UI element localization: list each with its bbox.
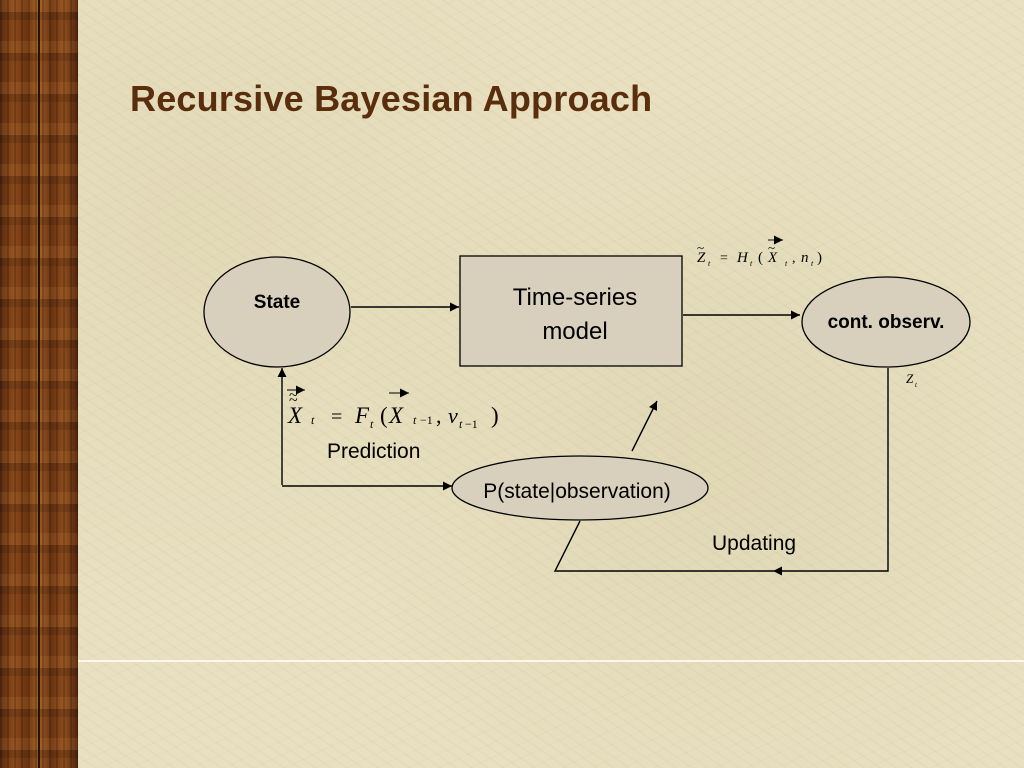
svg-text:(: ( [758,250,763,266]
state-node [203,256,351,368]
svg-text:t: t [915,381,918,389]
footer-divider-line [78,660,1024,662]
posterior-label: P(state|observation) [483,480,671,503]
prediction-label: Prediction [327,440,420,463]
model-label-line2: model [542,318,607,345]
svg-text:t: t [311,413,315,427]
updating-feedback-line [773,368,889,576]
slide-title: Recursive Bayesian Approach [130,78,653,119]
svg-text:−1: −1 [420,413,433,427]
svg-text:t: t [785,259,788,268]
posterior-node [451,455,709,521]
svg-text:=: = [720,251,728,266]
svg-text:t: t [370,417,374,431]
svg-text:t: t [811,259,814,268]
updating-label: Updating [712,532,796,555]
svg-text:): ) [817,250,822,266]
updating-bottom-line [553,520,773,572]
svg-text:X: X [287,403,303,428]
svg-text:=: = [331,406,342,428]
svg-text:): ) [491,403,499,428]
prediction-model-equation: ~ ~ X t = F t ( X t −1 , v t −1 ) [287,385,499,431]
time-series-model-box [459,255,683,367]
svg-text:~: ~ [768,240,775,255]
svg-text:~: ~ [289,387,298,404]
observation-symbol: Z t [906,371,918,389]
svg-text:H: H [736,250,749,266]
svg-text:t: t [708,259,711,268]
svg-text:,: , [792,251,796,266]
model-label-line1: Time-series [513,284,637,311]
svg-text:X: X [767,250,778,266]
arrow-posterior-to-model [631,400,658,452]
svg-text:Z: Z [906,371,914,386]
svg-text:(: ( [380,403,388,428]
strip-seam [38,0,40,768]
svg-text:Z: Z [697,250,706,266]
svg-text:F: F [354,403,370,428]
observation-model-equation: Z ~ t = H t ( X ~ t , n t ) [697,235,822,268]
svg-text:~: ~ [289,392,298,409]
svg-text:t: t [459,417,463,431]
observation-node [801,276,971,368]
svg-text:−1: −1 [465,417,478,431]
svg-text:n: n [801,250,809,266]
state-label: State [254,292,300,313]
wood-border-strip [0,0,78,768]
svg-text:v: v [448,403,458,428]
svg-text:t: t [750,259,753,268]
svg-text:,: , [436,403,442,428]
svg-text:t: t [413,413,417,427]
observation-label: cont. observ. [828,312,945,333]
svg-text:X: X [388,403,404,428]
svg-text:~: ~ [697,240,704,255]
